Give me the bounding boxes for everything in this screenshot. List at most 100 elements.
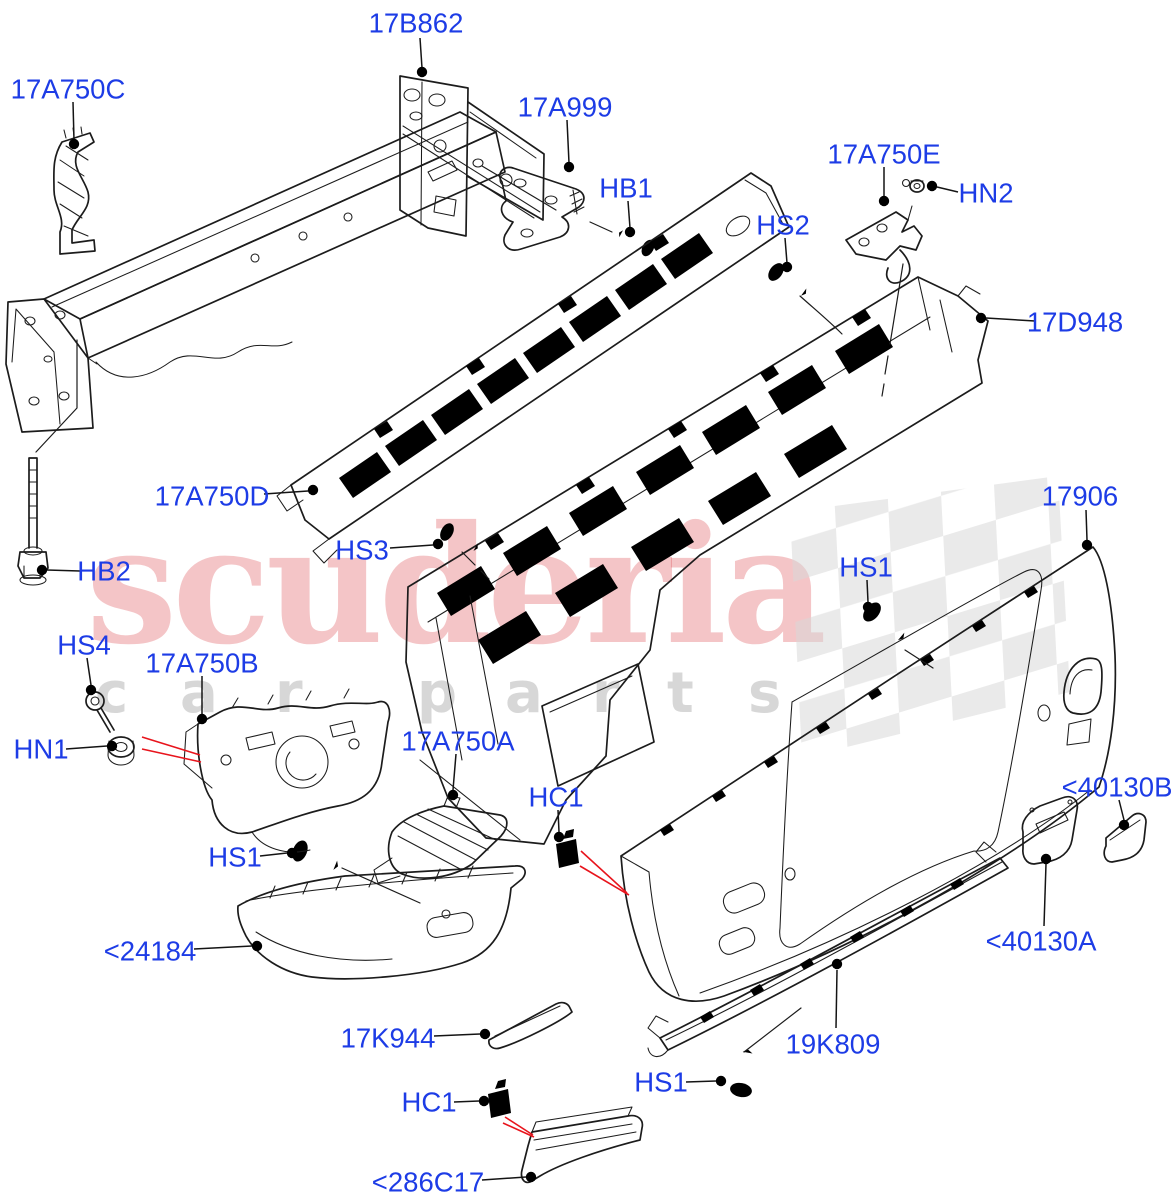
leader-dot-40130A <box>1040 853 1052 865</box>
part-towing-eye-cover-A <box>1021 795 1079 865</box>
part-label-HB1: HB1 <box>599 173 653 204</box>
part-seal-panel <box>276 172 790 564</box>
watermark-letter: a <box>505 661 543 726</box>
part-17A750A-bracket <box>373 795 508 884</box>
leader-dot-HC1-b <box>478 1095 490 1107</box>
leader-line-40130B <box>1118 799 1125 821</box>
part-label-HS4: HS4 <box>57 630 111 661</box>
part-step-pad <box>520 1106 644 1184</box>
part-label-17A750B: 17A750B <box>145 648 258 679</box>
leader-dot-HS1-b <box>286 847 298 859</box>
part-label-HS3: HS3 <box>335 535 389 566</box>
part-label-17D948: 17D948 <box>1027 307 1123 338</box>
leader-line-17B862 <box>419 37 423 69</box>
part-HS1-screw-bottom <box>728 1007 802 1101</box>
leader-dot-17K944 <box>479 1028 491 1040</box>
part-HC1-clip-lower <box>488 1079 511 1122</box>
red-pointer-HN1 <box>141 748 202 763</box>
part-17A999-bracket <box>472 158 585 251</box>
leader-dot-17A750C <box>68 138 80 150</box>
leader-line-40130A <box>1043 863 1047 927</box>
leader-dot-19K809 <box>831 958 843 970</box>
leader-line-HC1-b <box>453 1100 480 1103</box>
leader-line-17K944 <box>433 1033 481 1037</box>
part-number-labels: 17B86217A750C17A999HB1HS217A750EHN217D94… <box>11 8 1172 1198</box>
leader-line-HC1-a <box>557 809 560 833</box>
watermark-letter: s <box>748 661 781 726</box>
red-pointer-HN1 <box>141 736 201 756</box>
red-pointer-HC1-a <box>579 865 630 896</box>
leader-lines <box>36 37 1130 1183</box>
part-17A750C-bracket <box>52 126 96 255</box>
part-corner-cover <box>237 865 526 980</box>
part-bumper-cover <box>620 546 1117 1002</box>
part-label-HB2: HB2 <box>77 556 131 587</box>
part-label-40130B: <40130B <box>1062 772 1172 803</box>
part-label-17A999: 17A999 <box>518 92 613 123</box>
leader-line-24184 <box>193 945 253 950</box>
leader-dot-HN2 <box>926 180 938 192</box>
leader-line-17906 <box>1085 509 1088 541</box>
leader-dot-17906 <box>1081 539 1093 551</box>
leader-dot-40130B <box>1118 819 1130 831</box>
part-HS1-screw-upper <box>858 597 934 669</box>
part-17A750E-bracket <box>845 205 923 397</box>
part-HS1-screw-left <box>287 837 421 904</box>
leader-line-HS1-c <box>685 1080 717 1083</box>
leader-dot-17A750B <box>196 713 208 725</box>
leader-dot-24184 <box>251 940 263 952</box>
leader-dot-HS2 <box>781 261 793 273</box>
leader-line-HS4 <box>86 657 92 686</box>
part-label-19K809: 19K809 <box>786 1029 881 1060</box>
part-HS3-bolt <box>435 520 490 580</box>
watermark-letter: r <box>275 661 303 726</box>
part-label-40130A: <40130A <box>986 926 1098 957</box>
leader-dot-HB1 <box>624 226 636 238</box>
red-pointer-HC1-a <box>580 850 628 894</box>
red-pointer-HC1-b <box>502 1122 535 1138</box>
part-17A750B-bracket <box>183 688 391 853</box>
part-bumper-beam <box>5 111 506 433</box>
leader-dot-17A999 <box>563 161 575 173</box>
leader-dot-286C17 <box>525 1171 537 1183</box>
leader-line-HS1-a <box>866 579 869 603</box>
part-label-17A750E: 17A750E <box>827 139 940 170</box>
leader-dot-17A750D <box>307 484 319 496</box>
leader-line-17A750A <box>452 753 457 791</box>
watermark-checkered-flag <box>790 476 1070 758</box>
part-label-HN2: HN2 <box>958 178 1013 209</box>
part-label-HS1-c: HS1 <box>634 1067 688 1098</box>
part-label-HC1-b: HC1 <box>401 1087 456 1118</box>
leader-line-17A750D <box>263 490 309 495</box>
leader-dot-HS3 <box>432 538 444 550</box>
red-pointer-HC1-b <box>504 1116 534 1136</box>
leader-dot-HB2 <box>36 564 48 576</box>
part-label-HS1-a: HS1 <box>839 552 893 583</box>
leader-line-17A750C <box>72 101 75 141</box>
part-label-17906: 17906 <box>1042 481 1118 512</box>
part-label-17K944: 17K944 <box>341 1023 436 1054</box>
leader-dot-17B862 <box>416 66 428 78</box>
red-leader-lines <box>141 736 630 1138</box>
leader-dot-17A750A <box>447 789 459 801</box>
leader-dot-HC1-a <box>553 831 565 843</box>
leader-line-HS2 <box>784 237 788 264</box>
leader-dot-HS1-a <box>862 601 874 613</box>
part-label-HS2: HS2 <box>756 210 810 241</box>
part-HN2-nut <box>901 178 925 193</box>
part-label-17A750D: 17A750D <box>155 481 270 512</box>
leader-line-HB2 <box>46 569 81 572</box>
part-label-HS1-b: HS1 <box>208 842 262 873</box>
part-label-HC1-a: HC1 <box>528 782 583 813</box>
part-label-286C17: <286C17 <box>372 1167 484 1198</box>
leader-line-HS1-b <box>259 852 288 857</box>
leader-dot-17A750E <box>878 195 890 207</box>
part-HS2-bolt <box>763 259 843 335</box>
leader-dot-HN1 <box>106 740 118 752</box>
part-reflector-strip <box>488 1001 573 1050</box>
leader-line-HN1 <box>65 745 108 750</box>
leader-line-286C17 <box>481 1176 527 1181</box>
leader-line-HS3 <box>389 544 434 549</box>
